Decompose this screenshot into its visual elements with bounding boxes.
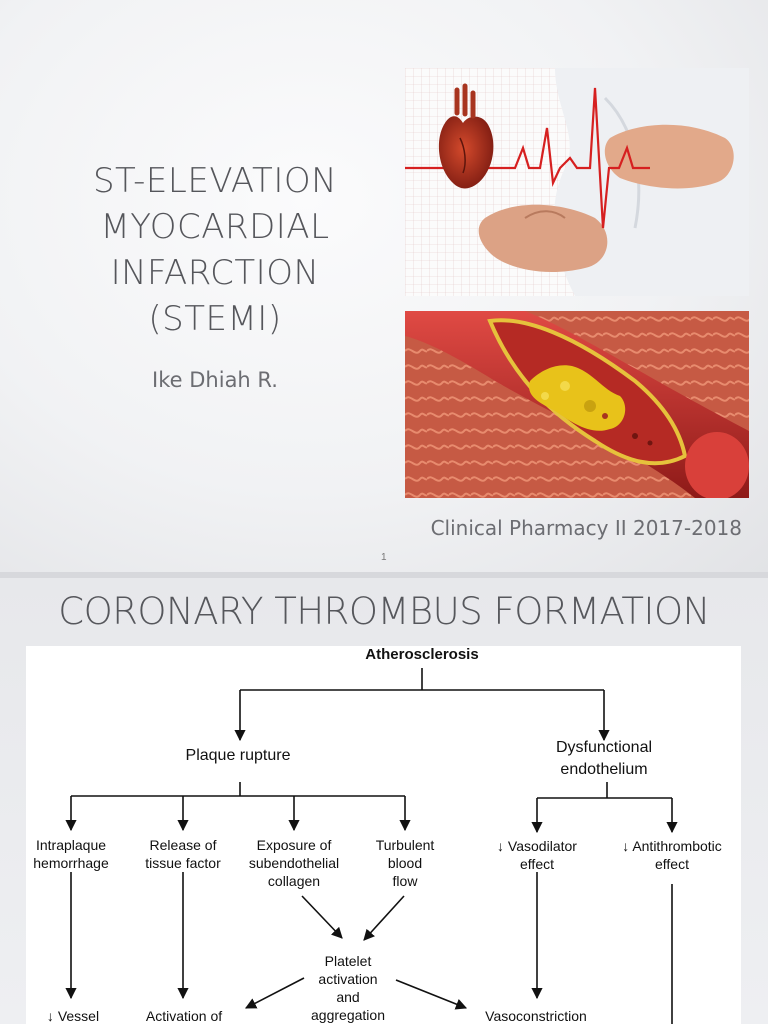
title-line: ST-ELEVATION: [92, 161, 338, 201]
content-slide: CORONARY THROMBUS FORMATION: [0, 578, 768, 1024]
page-number: 1: [381, 552, 387, 563]
node-dysfunctional-endothelium: Dysfunctional endothelium: [555, 739, 653, 778]
course-caption: Clinical Pharmacy II 2017-2018: [430, 516, 742, 540]
title-slide: ST-ELEVATION MYOCARDIAL INFARCTION (STEM…: [0, 0, 768, 572]
title-line: (STEMI): [148, 299, 282, 339]
node-subendothelial-collagen: Exposure of subendothelial collagen: [248, 837, 340, 889]
node-intraplaque-hemorrhage: Intraplaque hemorrhage: [33, 837, 109, 871]
node-vasoconstriction: Vasoconstriction: [485, 1008, 587, 1024]
heart-attack-photo: [405, 68, 749, 296]
node-platelet-activation: Platelet activation and aggregation: [311, 953, 385, 1023]
node-antithrombotic-effect: ↓ Antithrombotic effect: [622, 838, 722, 872]
node-atherosclerosis: Atherosclerosis: [365, 646, 479, 663]
node-tissue-factor: Release of tissue factor: [145, 837, 221, 871]
slide-title: ST-ELEVATION MYOCARDIAL INFARCTION (STEM…: [60, 158, 370, 342]
node-vessel: ↓ Vessel: [46, 1008, 100, 1024]
thrombus-flowchart: Atherosclerosis Plaque rupture Dysfuncti…: [26, 646, 741, 1024]
node-vasodilator-effect: ↓ Vasodilator effect: [497, 838, 577, 872]
node-plaque-rupture: Plaque rupture: [185, 747, 291, 764]
flowchart-connectors: [65, 668, 678, 1024]
node-activation-of: Activation of: [145, 1008, 223, 1024]
title-line: INFARCTION: [110, 253, 320, 293]
slide-title: CORONARY THROMBUS FORMATION: [58, 590, 710, 633]
artery-plaque-illustration: [405, 311, 749, 498]
author-name: Ike Dhiah R.: [152, 368, 278, 392]
title-line: MYOCARDIAL: [100, 207, 330, 247]
slide-divider: [0, 572, 768, 578]
node-turbulent-flow: Turbulent blood flow: [375, 837, 435, 889]
